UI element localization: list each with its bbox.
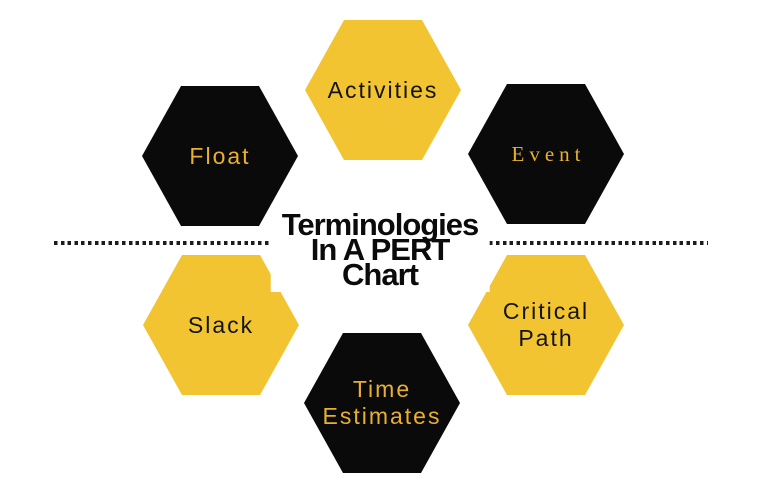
diagram-title-line-3: Chart [342, 257, 419, 292]
hexagon-slack-label: Slack [187, 311, 255, 338]
hexagon-event: Event [468, 84, 624, 224]
hexagon-float: Float [142, 86, 298, 226]
hexagon-critical-path-line-1: Critical [502, 298, 590, 324]
hexagon-critical-path-label: Critical Path [503, 298, 589, 352]
hexagon-event-label: Event [511, 141, 586, 166]
diagram-title: Terminologies In A PERT Chart [270, 207, 490, 292]
hexagon-time-estimates-line-1: Time [352, 376, 412, 402]
hexagon-critical-path: Critical Path [468, 255, 624, 395]
hexagon-float-label: Float [189, 142, 251, 169]
hexagon-time-estimates-label: Time Estimates [323, 376, 442, 430]
hexagon-time-estimates-line-2: Estimates [322, 403, 442, 429]
hexagon-time-estimates: Time Estimates [304, 333, 460, 473]
hexagon-activities: Activities [305, 20, 461, 160]
hexagon-critical-path-line-2: Path [518, 325, 574, 351]
diagram-title-line-2: In A PERT [310, 232, 451, 267]
diagram-title-line-1: Terminologies [281, 207, 480, 242]
hexagon-activities-label: Activities [327, 76, 439, 103]
